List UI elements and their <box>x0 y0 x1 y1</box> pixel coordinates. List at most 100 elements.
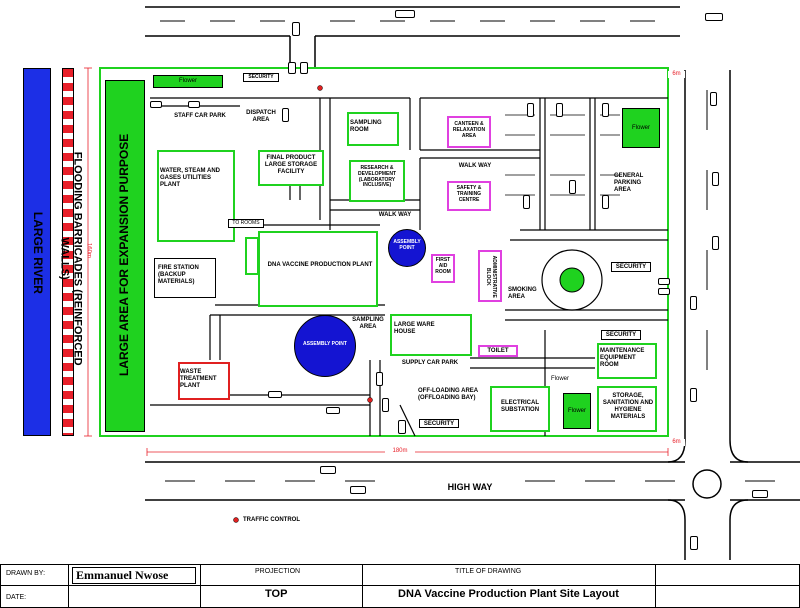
title-block-col-1 <box>68 564 69 608</box>
title-value: DNA Vaccine Production Plant Site Layout <box>398 588 619 600</box>
large-warehouse <box>390 314 472 356</box>
vehicle <box>690 388 697 402</box>
barricade-label: FLOODING BARRICADES (REINFORCED WALLS) <box>59 151 84 366</box>
canteen <box>447 116 491 148</box>
staff-car-park-label: STAFF CAR PARK <box>174 113 226 119</box>
vehicle <box>569 180 576 194</box>
maintenance-label: MAINTENANCE EQUIPMENT ROOM <box>600 348 645 368</box>
vehicle <box>188 101 200 108</box>
sampling-room <box>347 112 399 146</box>
sampling-room-label: SAMPLING ROOM <box>350 120 382 133</box>
vehicle <box>150 101 162 108</box>
dispatch-area-label: DISPATCH AREA <box>246 110 276 123</box>
flower-top <box>153 75 223 88</box>
expansion-area <box>105 80 145 432</box>
dna-plant-label: DNA VACCINE PRODUCTION PLANT <box>267 262 373 268</box>
vehicle <box>268 391 282 398</box>
security-right-label: SECURITY <box>605 332 637 338</box>
supply-car-park-label: SUPPLY CAR PARK <box>401 360 459 366</box>
storage-label: STORAGE, SANITATION AND HYGIENE MATERIAL… <box>602 393 654 420</box>
waste-label: WASTE TREATMENT PLANT <box>180 369 217 389</box>
vehicle <box>658 278 670 285</box>
research-label: RESEARCH & DEVELOPMENT (LABORATORY INCLU… <box>357 165 397 189</box>
vehicle <box>350 486 366 494</box>
fire-station-label: FIRE STATION (BACKUP MATERIALS) <box>158 265 199 285</box>
admin-block <box>478 250 502 302</box>
vehicle <box>602 195 609 209</box>
security-top <box>243 73 279 82</box>
large-warehouse-label: LARGE WARE HOUSE <box>394 322 435 335</box>
dna-plant-annex <box>245 237 259 275</box>
dim-160m-label: 160m <box>85 242 92 258</box>
vehicle <box>292 22 300 36</box>
vehicle <box>602 103 609 117</box>
vehicle <box>712 236 719 250</box>
expansion-label: LARGE AREA FOR EXPANSION PURPOSE <box>117 133 132 377</box>
vehicle <box>523 195 530 209</box>
vehicle <box>712 172 719 186</box>
water-steam-plant <box>157 150 235 242</box>
waste-treatment <box>178 362 230 400</box>
dim-180m-label: 180m <box>385 448 415 455</box>
vehicle <box>320 466 336 474</box>
drawn-by-value: Emmanuel Nwose <box>72 567 196 584</box>
assembly-large-label: ASSEMBLY POINT <box>303 341 347 347</box>
flower-right <box>622 108 660 148</box>
date-label: DATE: <box>6 594 27 601</box>
high-way-label: HIGH WAY <box>447 482 493 492</box>
assembly-point-large <box>294 315 356 377</box>
vehicle <box>705 13 723 21</box>
vehicle <box>527 103 534 117</box>
drawn-by-label: DRAWN BY: <box>6 570 46 577</box>
vehicle <box>382 398 389 412</box>
vehicle <box>752 490 768 498</box>
final-product-label: FINAL PRODUCT LARGE STORAGE FACILITY <box>264 155 318 175</box>
assembly-small-label: ASSEMBLY POINT <box>393 239 421 251</box>
river-label: LARGE RIVER <box>30 211 45 294</box>
toilet-label: TOILET <box>487 348 509 354</box>
walk-way-2-label: WALK WAY <box>378 212 412 218</box>
electrical-label: ELECTRICAL SUBSTATION <box>500 400 540 413</box>
flower-small <box>563 393 591 429</box>
security-bottom <box>419 419 459 428</box>
safety-label: SAFETY & TRAINING CENTRE <box>456 185 482 203</box>
title-block-row-divider <box>0 585 800 586</box>
vehicle <box>300 62 308 74</box>
vehicle <box>288 62 296 74</box>
electrical-substation <box>490 386 550 432</box>
projection-value: TOP <box>265 588 288 600</box>
flower-right-label: Flower <box>631 125 650 131</box>
first-aid-label: FIRST AID ROOM <box>435 257 451 275</box>
projection-label: PROJECTION <box>255 568 301 575</box>
research-lab <box>349 160 405 202</box>
vehicle <box>556 103 563 117</box>
flower-small-label: Flower <box>567 408 586 414</box>
vehicle <box>326 407 340 414</box>
flood-barricade <box>62 68 74 436</box>
vehicle <box>658 288 670 295</box>
security-right <box>601 330 641 340</box>
flower-mid-label: Flower <box>550 376 569 382</box>
maintenance-room <box>597 343 657 379</box>
final-product-storage <box>258 150 324 186</box>
title-label: TITLE OF DRAWING <box>455 568 522 575</box>
vehicle <box>710 92 717 106</box>
vehicle <box>690 296 697 310</box>
general-parking-label: GENERAL PARKING AREA <box>614 173 644 193</box>
vehicle <box>376 372 383 386</box>
smoking-area-label: SMOKING AREA <box>508 287 537 300</box>
dim-6m-top-label: 6m <box>668 71 685 78</box>
to-rooms-label: TO ROOMS <box>232 220 260 226</box>
security-mid-label: SECURITY <box>615 264 647 270</box>
vehicle <box>395 10 415 18</box>
toilet <box>478 345 518 357</box>
first-aid-room <box>431 254 455 283</box>
assembly-point-small <box>388 229 426 267</box>
security-top-label: SECURITY <box>248 74 274 80</box>
flower-top-label: Flower <box>178 78 197 84</box>
admin-label: ADMINISTRATIVE BLOCK <box>485 255 497 298</box>
dim-6m-bottom-label: 6m <box>668 439 685 446</box>
walk-way-1-label: WALK WAY <box>458 163 492 169</box>
security-mid <box>611 262 651 272</box>
vehicle <box>690 536 698 550</box>
